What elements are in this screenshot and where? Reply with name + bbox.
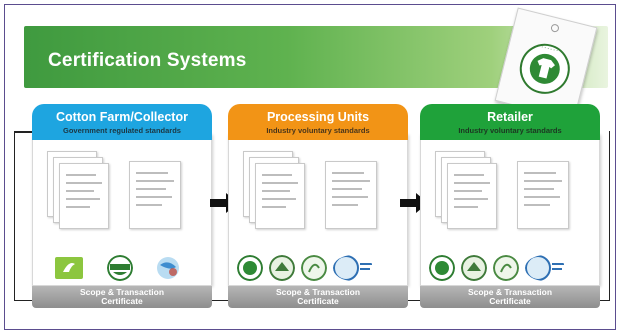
panel-header: Cotton Farm/Collector Government regulat…: [32, 104, 212, 140]
global-recycle-logo: [525, 255, 564, 281]
document-stack-icon: [447, 163, 497, 229]
panel-footer: Scope & Transaction Certificate: [32, 286, 212, 308]
logo-row: [429, 255, 593, 281]
banner-title: Certification Systems: [48, 50, 247, 71]
panel-body: [420, 134, 600, 286]
document-stack-icon: [255, 163, 305, 229]
panel-cotton-farm: Cotton Farm/Collector Government regulat…: [32, 104, 212, 308]
gots-logo: [429, 255, 455, 281]
usda-organic-logo: [107, 255, 133, 281]
footer-line-1: Scope & Transaction: [467, 287, 553, 297]
certificate-document-icon: [325, 161, 377, 229]
certification-tag-icon: · · · · · ·: [494, 7, 598, 121]
gots-logo: [237, 255, 263, 281]
textile-exchange-logo: [461, 255, 487, 281]
organic-content-logo: [493, 255, 519, 281]
panel-subtitle: Industry voluntary standards: [458, 126, 562, 135]
footer-line-2: Certificate: [489, 296, 531, 306]
eu-organic-logo: [55, 257, 83, 279]
panel-subtitle: Industry voluntary standards: [266, 126, 370, 135]
panel-body: [228, 134, 408, 286]
panel-title: Retailer: [487, 110, 533, 124]
connector-line-top: [14, 131, 36, 133]
logo-row: [237, 255, 401, 281]
footer-line-2: Certificate: [101, 296, 143, 306]
certificate-document-icon: [129, 161, 181, 229]
svg-text:· · · · · ·: · · · · · ·: [541, 44, 559, 54]
panel-processing-units: Processing Units Industry voluntary stan…: [228, 104, 408, 308]
panel-title: Cotton Farm/Collector: [56, 110, 188, 124]
panel-title: Processing Units: [266, 110, 370, 124]
panel-header: Processing Units Industry voluntary stan…: [228, 104, 408, 140]
textile-exchange-logo: [269, 255, 295, 281]
organic-content-logo: [301, 255, 327, 281]
footer-line-2: Certificate: [297, 296, 339, 306]
panel-subtitle: Government regulated standards: [63, 126, 181, 135]
footer-line-1: Scope & Transaction: [79, 287, 165, 297]
panel-body: [32, 134, 212, 286]
panel-retailer: Retailer Industry voluntary standards Sc…: [420, 104, 600, 308]
footer-line-1: Scope & Transaction: [275, 287, 361, 297]
panel-footer: Scope & Transaction Certificate: [228, 286, 408, 308]
panel-header: Retailer Industry voluntary standards: [420, 104, 600, 140]
global-recycle-logo: [333, 255, 372, 281]
globe-logo: [157, 257, 179, 279]
document-stack-icon: [59, 163, 109, 229]
panel-footer: Scope & Transaction Certificate: [420, 286, 600, 308]
certificate-document-icon: [517, 161, 569, 229]
logo-row: [41, 255, 205, 281]
